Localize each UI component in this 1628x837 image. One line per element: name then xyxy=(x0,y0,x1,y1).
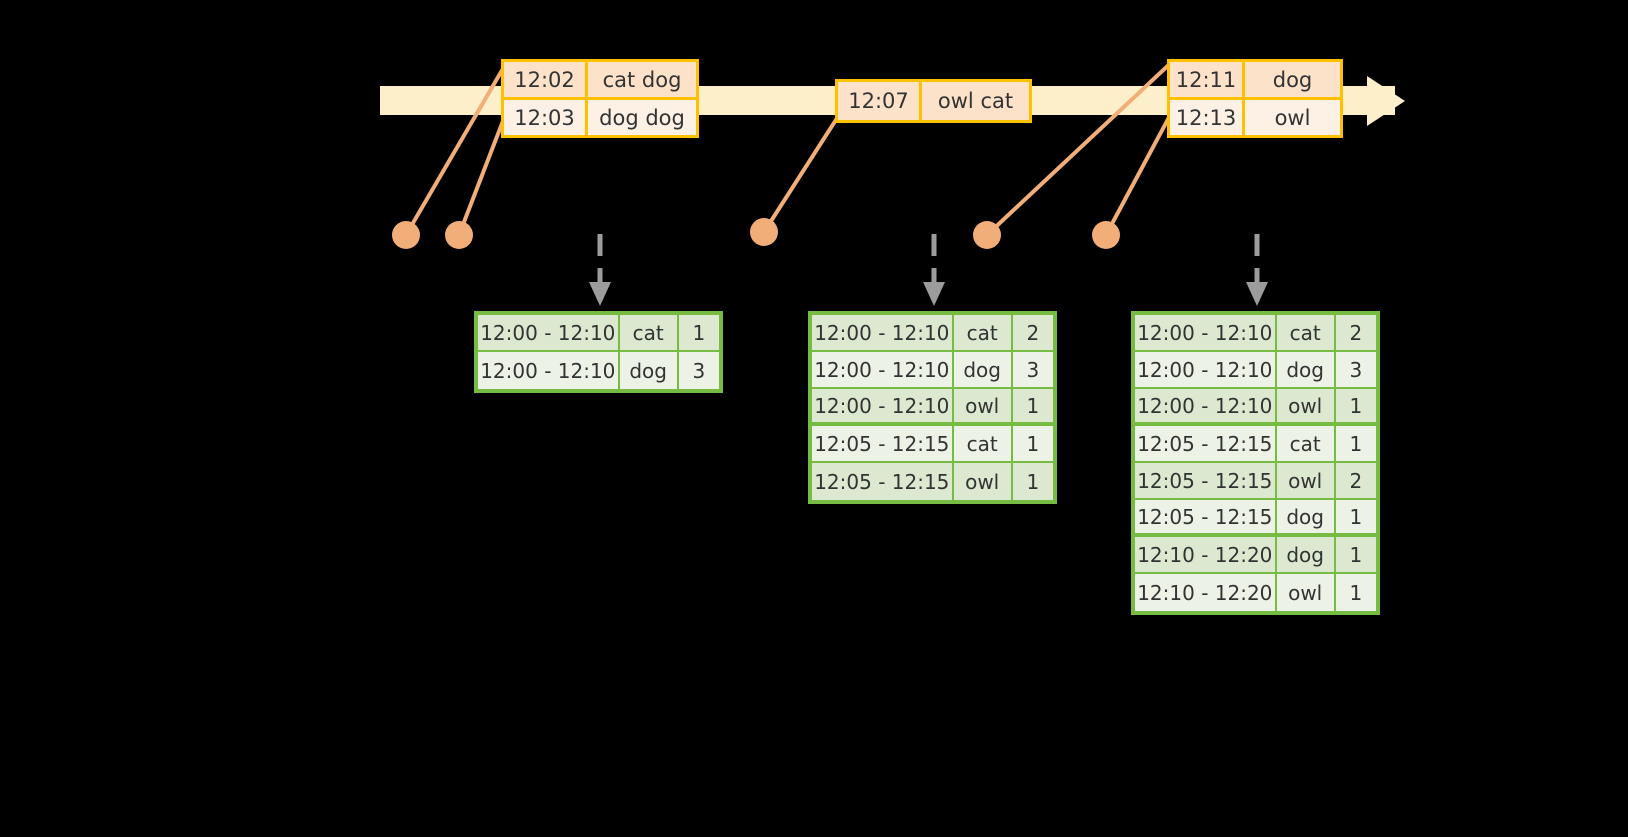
connector-line-3 xyxy=(762,110,843,234)
cell-key: dog xyxy=(953,352,1013,389)
cell-window: 12:00 - 12:10 xyxy=(812,389,954,426)
cell-count: 3 xyxy=(678,352,719,389)
event-time: 12:07 xyxy=(838,82,922,120)
cell-window: 12:00 - 12:10 xyxy=(1135,315,1277,352)
event-dot-3 xyxy=(750,218,778,246)
cell-count: 3 xyxy=(1335,352,1376,389)
event-dot-5 xyxy=(1092,221,1120,249)
cell-count: 1 xyxy=(1335,574,1376,611)
cell-count: 2 xyxy=(1012,315,1053,352)
cell-key: owl xyxy=(1276,574,1336,611)
cell-window: 12:00 - 12:10 xyxy=(812,352,954,389)
cell-key: dog xyxy=(1276,352,1336,389)
cell-key: dog xyxy=(619,352,679,389)
cell-count: 2 xyxy=(1335,463,1376,500)
cell-key: owl xyxy=(1276,389,1336,426)
cell-key: cat xyxy=(619,315,679,352)
cell-window: 12:00 - 12:10 xyxy=(812,315,954,352)
connector-line-5 xyxy=(1104,107,1176,236)
cell-window: 12:00 - 12:10 xyxy=(478,352,620,389)
event-value: dog dog xyxy=(599,105,685,130)
event-box-3: 12:11 dog 12:13 owl xyxy=(1167,59,1343,138)
cell-key: cat xyxy=(1276,426,1336,463)
cell-count: 3 xyxy=(1012,352,1053,389)
event-time: 12:03 xyxy=(504,100,588,135)
connector-line-2 xyxy=(457,107,510,236)
down-arrows xyxy=(589,234,1268,306)
cell-window: 12:05 - 12:15 xyxy=(1135,426,1277,463)
cell-window: 12:10 - 12:20 xyxy=(1135,537,1277,574)
event-box-2: 12:07 owl cat xyxy=(835,79,1032,123)
event-row: 12:13 owl xyxy=(1170,97,1340,135)
down-arrow-2-head xyxy=(923,282,945,306)
cell-count: 1 xyxy=(678,315,719,352)
event-row: 12:03 dog dog xyxy=(504,97,696,135)
cell-window: 12:00 - 12:10 xyxy=(1135,389,1277,426)
cell-key: dog xyxy=(1276,500,1336,537)
cell-count: 1 xyxy=(1012,463,1053,500)
cell-key: cat xyxy=(953,426,1013,463)
event-value: owl cat xyxy=(937,89,1014,113)
event-value: dog xyxy=(1272,67,1313,92)
cell-key: cat xyxy=(953,315,1013,352)
event-value: cat dog xyxy=(602,67,682,92)
cell-count: 1 xyxy=(1335,500,1376,537)
cell-window: 12:05 - 12:15 xyxy=(1135,463,1277,500)
event-dot-4 xyxy=(973,221,1001,249)
cell-window: 12:05 - 12:15 xyxy=(1135,500,1277,537)
timeline-arrow-icon xyxy=(1367,76,1405,126)
cell-count: 1 xyxy=(1335,426,1376,463)
cell-count: 1 xyxy=(1335,537,1376,574)
cell-key: owl xyxy=(953,389,1013,426)
event-dot-1 xyxy=(392,221,420,249)
cell-count: 1 xyxy=(1335,389,1376,426)
cell-key: dog xyxy=(1276,537,1336,574)
event-time: 12:13 xyxy=(1170,100,1245,135)
cell-window: 12:05 - 12:15 xyxy=(812,463,954,500)
cell-key: owl xyxy=(953,463,1013,500)
event-row: 12:11 dog xyxy=(1170,62,1340,97)
cell-window: 12:00 - 12:10 xyxy=(478,315,620,352)
connector-line-1 xyxy=(404,58,510,237)
cell-count: 1 xyxy=(1012,389,1053,426)
event-dot-2 xyxy=(445,221,473,249)
event-box-1: 12:02 cat dog 12:03 dog dog xyxy=(501,59,699,138)
down-arrow-3-head xyxy=(1246,282,1268,306)
event-row: 12:07 owl cat xyxy=(838,82,1029,120)
event-value: owl xyxy=(1274,105,1311,130)
event-time: 12:02 xyxy=(504,62,588,97)
cell-window: 12:05 - 12:15 xyxy=(812,426,954,463)
cell-key: owl xyxy=(1276,463,1336,500)
connector-line-4 xyxy=(985,58,1176,237)
event-time: 12:11 xyxy=(1170,62,1245,97)
connector-lines xyxy=(404,58,1176,237)
cell-window: 12:10 - 12:20 xyxy=(1135,574,1277,611)
event-row: 12:02 cat dog xyxy=(504,62,696,97)
cell-count: 2 xyxy=(1335,315,1376,352)
connector-dots xyxy=(392,218,1120,249)
cell-count: 1 xyxy=(1012,426,1053,463)
down-arrow-1-head xyxy=(589,282,611,306)
cell-key: cat xyxy=(1276,315,1336,352)
cell-window: 12:00 - 12:10 xyxy=(1135,352,1277,389)
